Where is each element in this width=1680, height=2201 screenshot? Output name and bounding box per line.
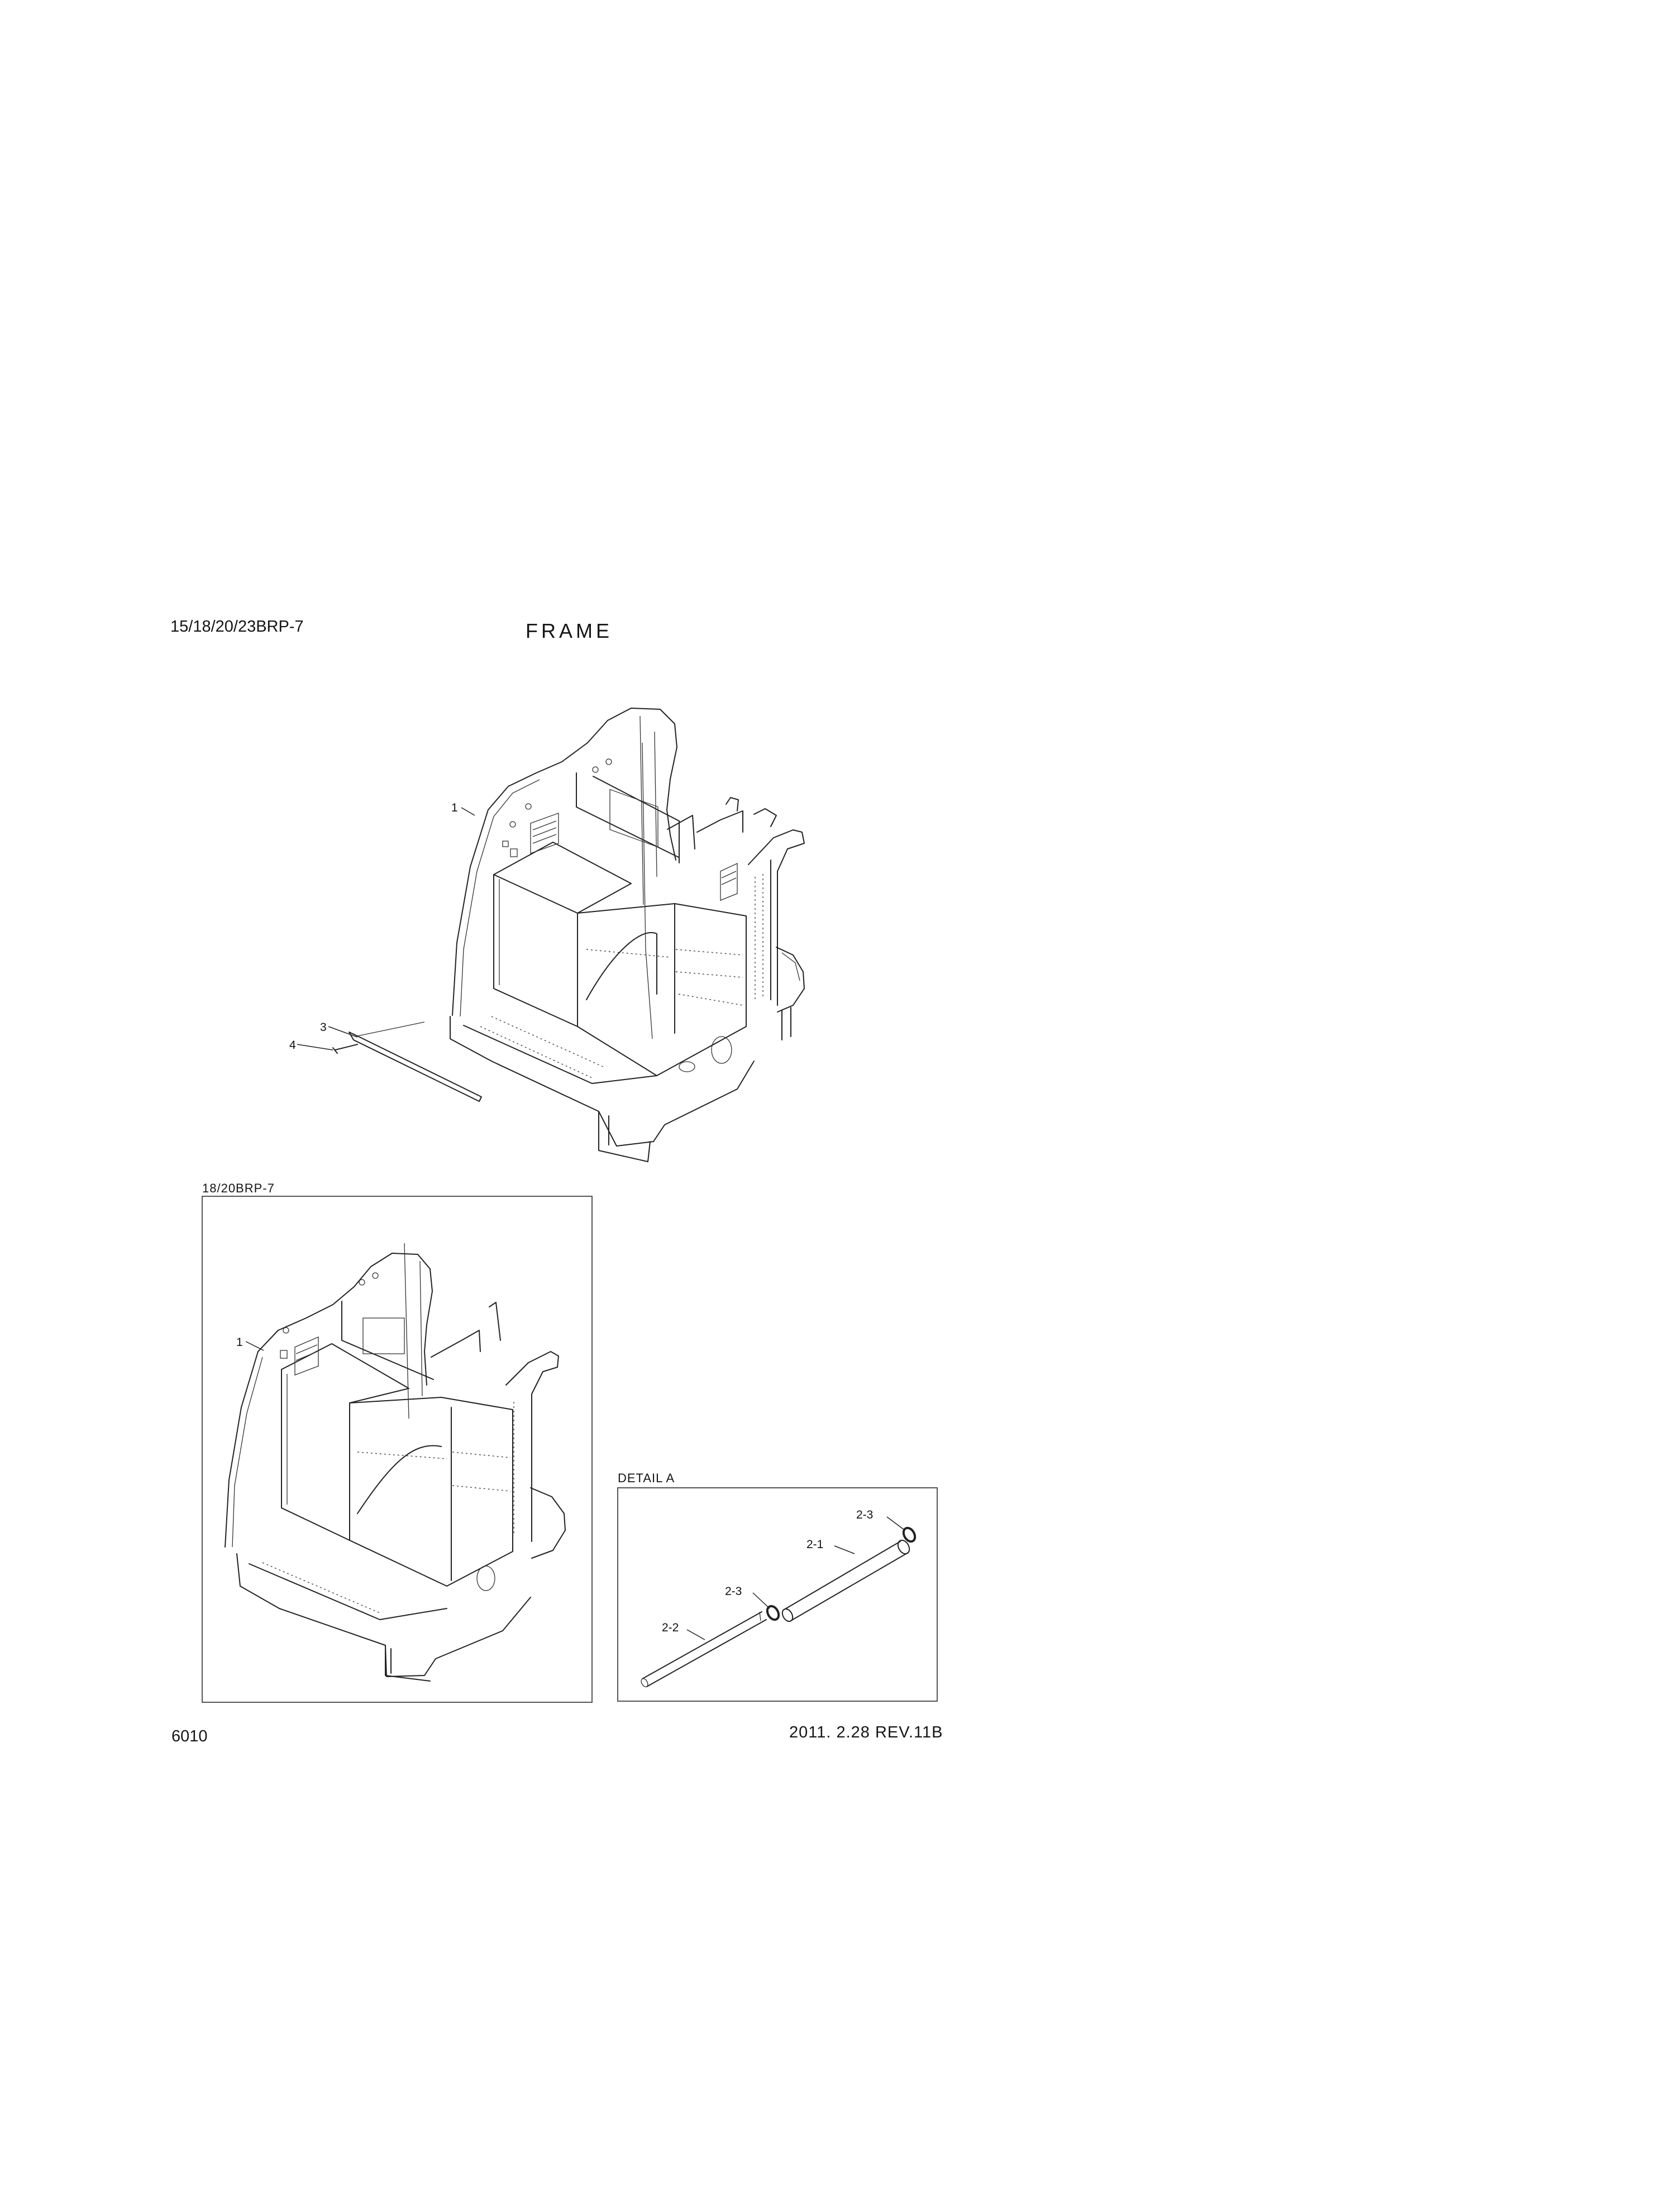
inset-box <box>202 1196 593 1703</box>
page-number: 6010 <box>171 1727 208 1745</box>
inset-label: 18/20BRP-7 <box>202 1181 275 1195</box>
callout-detail-2-1: 2-1 <box>806 1538 824 1551</box>
detail-box <box>617 1487 938 1702</box>
callout-main-1: 1 <box>451 801 458 814</box>
inset-frame-drawing <box>225 1243 566 1682</box>
callout-detail-2-3-top: 2-3 <box>856 1508 874 1521</box>
callout-main-4: 4 <box>289 1039 296 1052</box>
callout-main-3: 3 <box>320 1021 327 1034</box>
callout-detail-2-2: 2-2 <box>662 1621 679 1634</box>
page-title: FRAME <box>526 619 613 642</box>
model-code: 15/18/20/23BRP-7 <box>170 618 304 636</box>
callout-inset-1: 1 <box>236 1336 243 1349</box>
main-frame-drawing <box>297 708 805 1162</box>
callout-detail-2-3-mid: 2-3 <box>725 1585 742 1598</box>
revision-date: 2011. 2.28 REV.11B <box>789 1723 943 1741</box>
detail-a-drawing <box>641 1516 917 1688</box>
detail-label: DETAIL A <box>618 1471 675 1485</box>
